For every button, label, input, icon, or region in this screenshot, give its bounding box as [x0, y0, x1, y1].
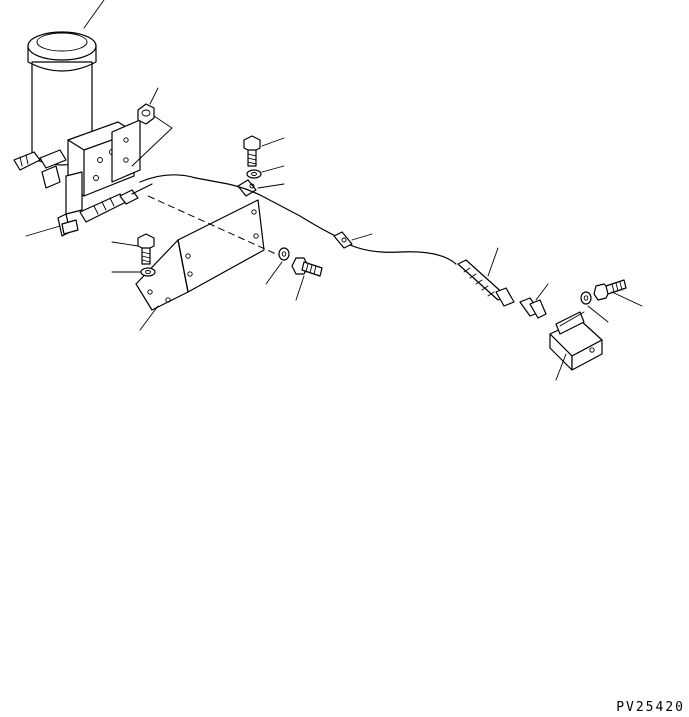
clamp-mid [333, 231, 353, 249]
washer-center [278, 247, 290, 261]
hose-assembly [139, 174, 515, 307]
elbow-fitting [57, 213, 79, 237]
terminal-block [549, 311, 603, 371]
bolt-center [291, 257, 323, 277]
washer-left [140, 267, 156, 277]
washer-upper [246, 169, 262, 179]
grease-reservoir [13, 31, 141, 215]
clamp-upper [237, 179, 257, 197]
lock-nut [137, 103, 155, 125]
hose-fitting [79, 189, 139, 223]
mounting-bracket [135, 199, 265, 311]
bolt-upper [243, 135, 261, 167]
bolt-right [593, 279, 627, 301]
connector-fitting [519, 297, 547, 319]
drawing-code: PV25420 [616, 700, 685, 715]
bolt-left [137, 233, 155, 265]
washer-right [580, 291, 592, 305]
